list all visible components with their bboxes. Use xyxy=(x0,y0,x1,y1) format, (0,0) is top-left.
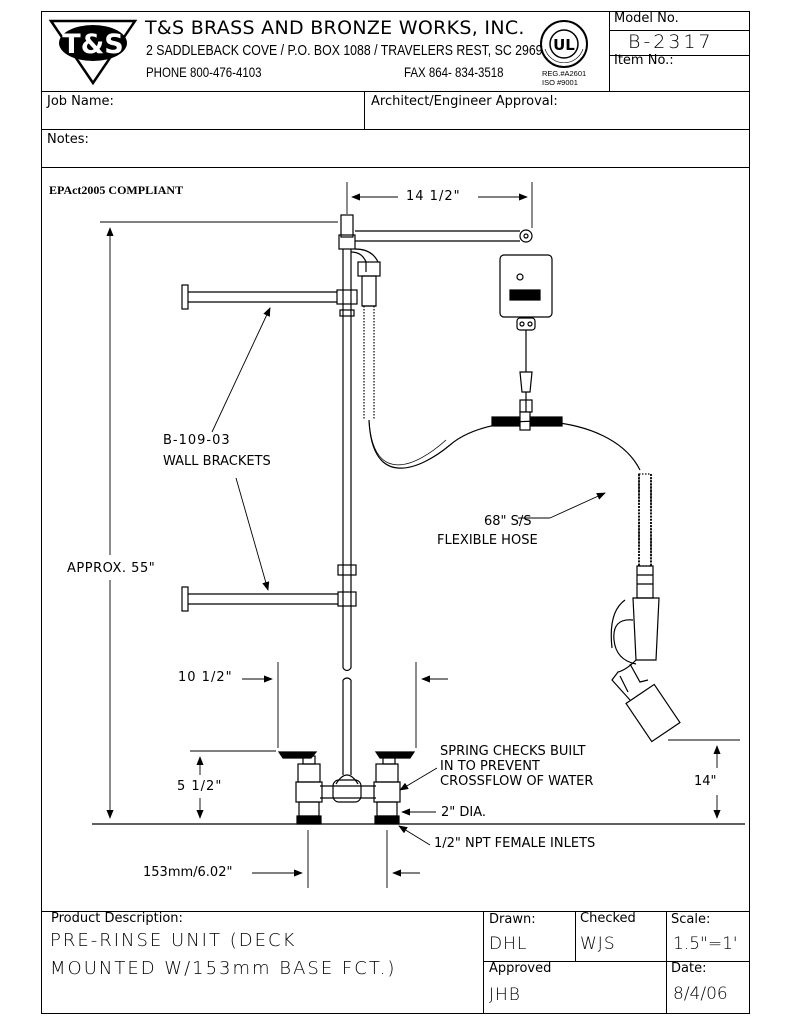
dim-dia-label: 2" DIA. xyxy=(441,805,487,820)
inlets-leader xyxy=(398,825,431,846)
ul-certification-seal: UL xyxy=(540,20,588,68)
approved-value: JHB xyxy=(489,985,521,1005)
bracket-name-label: WALL BRACKETS xyxy=(163,454,271,469)
hose-name-label: FLEXIBLE HOSE xyxy=(437,533,538,548)
dim-deck-label: 5 1/2" xyxy=(177,779,223,794)
product-description-label: Product Description: xyxy=(51,911,183,926)
dimension-10-half xyxy=(242,662,448,748)
model-value: B-2317 xyxy=(628,31,714,53)
company-phone: PHONE 800-476-4103 xyxy=(146,64,262,80)
hose-balancer xyxy=(499,254,553,413)
date-value: 8/4/06 xyxy=(673,984,728,1004)
hose-length-label: 68" S/S xyxy=(484,514,532,529)
bracket-code-label: B-109-03 xyxy=(163,433,231,448)
height-approx-label: APPROX. 55" xyxy=(67,561,156,576)
spring-check-line1: SPRING CHECKS BUILT xyxy=(440,744,586,759)
dim-width-label: 14 1/2" xyxy=(406,189,461,204)
svg-text:UL: UL xyxy=(553,36,575,54)
dimension-5-half xyxy=(190,750,276,819)
scale-value: 1.5"=1' xyxy=(673,934,738,954)
architect-approval-label: Architect/Engineer Approval: xyxy=(371,94,558,109)
dimension-14-half xyxy=(346,182,533,228)
checked-value: WJS xyxy=(580,934,616,954)
product-line1: PRE-RINSE UNIT (DECK xyxy=(50,930,297,951)
dim-spout-label: 10 1/2" xyxy=(178,670,233,685)
dim-spray-label: 14" xyxy=(694,774,717,789)
item-label: Item No.: xyxy=(614,53,674,68)
base-faucet xyxy=(277,751,416,825)
dimension-153mm xyxy=(252,830,420,888)
company-fax: FAX 864- 834-3518 xyxy=(404,64,504,80)
logo-text: T&S xyxy=(62,29,123,60)
inlets-label: 1/2" NPT FEMALE INLETS xyxy=(434,836,596,851)
bracket-leaders xyxy=(211,307,271,591)
job-name-label: Job Name: xyxy=(47,94,114,109)
checked-label: Checked xyxy=(580,911,636,926)
flexible-hose xyxy=(368,419,652,567)
cert-reg: REG.#A2601 xyxy=(542,69,587,78)
company-address: 2 SADDLEBACK COVE / P.O. BOX 1088 / TRAV… xyxy=(146,42,550,59)
product-line2: MOUNTED W/153mm BASE FCT.) xyxy=(50,958,397,979)
dimension-14 xyxy=(668,739,740,819)
spray-valve xyxy=(610,565,681,743)
drawn-label: Drawn: xyxy=(489,912,536,927)
base-center-label: 153mm/6.02" xyxy=(143,865,233,880)
notes-label: Notes: xyxy=(47,132,89,147)
spring-check-line2: IN TO PREVENT xyxy=(440,759,540,774)
company-name: T&S BRASS AND BRONZE WORKS, INC. xyxy=(145,17,525,39)
riser-pipe xyxy=(336,214,358,775)
hose-elbow xyxy=(350,248,381,420)
wall-bracket-upper xyxy=(181,284,337,310)
approved-label: Approved xyxy=(489,961,552,976)
drawing-sheet xyxy=(41,11,750,1014)
spring-leader xyxy=(399,767,438,791)
date-label: Date: xyxy=(671,961,707,976)
wall-bracket-lower xyxy=(181,586,338,612)
scale-label: Scale: xyxy=(671,912,711,927)
ts-logo: T&S xyxy=(48,19,138,85)
spring-check-line3: CROSSFLOW OF WATER xyxy=(440,774,594,789)
model-box-divider xyxy=(609,11,610,91)
model-label: Model No. xyxy=(614,11,679,26)
overhead-arm xyxy=(355,229,533,243)
compliance-label: EPAct2005 COMPLIANT xyxy=(49,183,184,197)
cert-iso: ISO #9001 xyxy=(542,78,578,87)
drawn-value: DHL xyxy=(489,934,528,954)
dimension-55 xyxy=(100,221,338,819)
